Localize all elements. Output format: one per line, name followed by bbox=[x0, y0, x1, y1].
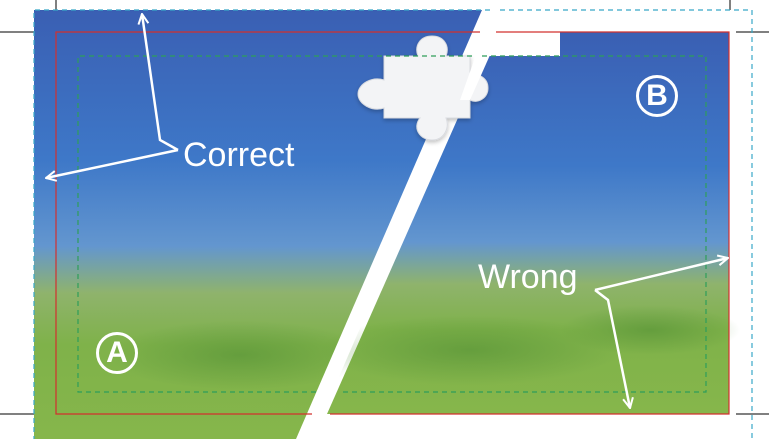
panel-b-badge: B bbox=[636, 75, 678, 117]
correct-label: Correct bbox=[183, 138, 294, 172]
panel-b-grass-shade-2 bbox=[560, 305, 740, 355]
panel-a-badge: A bbox=[96, 332, 138, 374]
wrong-label: Wrong bbox=[478, 260, 578, 294]
